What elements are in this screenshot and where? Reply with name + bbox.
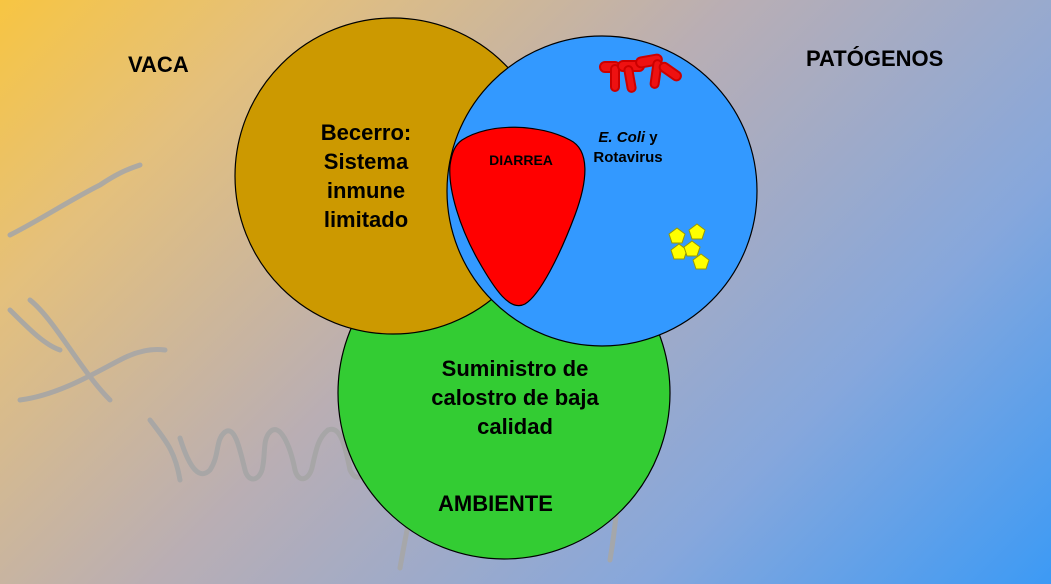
colostrum-line: Suministro de bbox=[441, 356, 589, 381]
diarrhea-region bbox=[449, 126, 586, 307]
ecoli-italic: E. Coli bbox=[598, 129, 646, 146]
calf-text: Becerro: Sistema inmune limitado bbox=[296, 118, 436, 234]
rotavirus-icon bbox=[668, 223, 710, 270]
colostrum-line: calostro de baja bbox=[431, 385, 599, 410]
colostrum-line: calidad bbox=[477, 414, 553, 439]
cow-sketch bbox=[7, 162, 633, 571]
cow-label: VACA bbox=[128, 52, 189, 77]
diarrhea-label: DIARREA bbox=[489, 152, 553, 168]
pathogens-label: PATÓGENOS bbox=[806, 46, 944, 71]
calf-line: Sistema bbox=[323, 149, 409, 174]
ecoli-suffix: y bbox=[645, 129, 658, 146]
bacteria-icon bbox=[599, 53, 682, 93]
environment-label: AMBIENTE bbox=[438, 491, 553, 516]
calf-line: inmune bbox=[326, 178, 406, 203]
calf-line: limitado bbox=[323, 207, 409, 232]
pathogen-line-2: Rotavirus bbox=[593, 149, 663, 166]
colostrum-text: Suministro de calostro de baja calidad bbox=[400, 354, 630, 441]
pathogen-text: E. Coli y Rotavirus bbox=[583, 128, 673, 168]
pathogen-line-1: E. Coli y bbox=[583, 128, 673, 148]
calf-line: Becerro: bbox=[320, 120, 412, 145]
